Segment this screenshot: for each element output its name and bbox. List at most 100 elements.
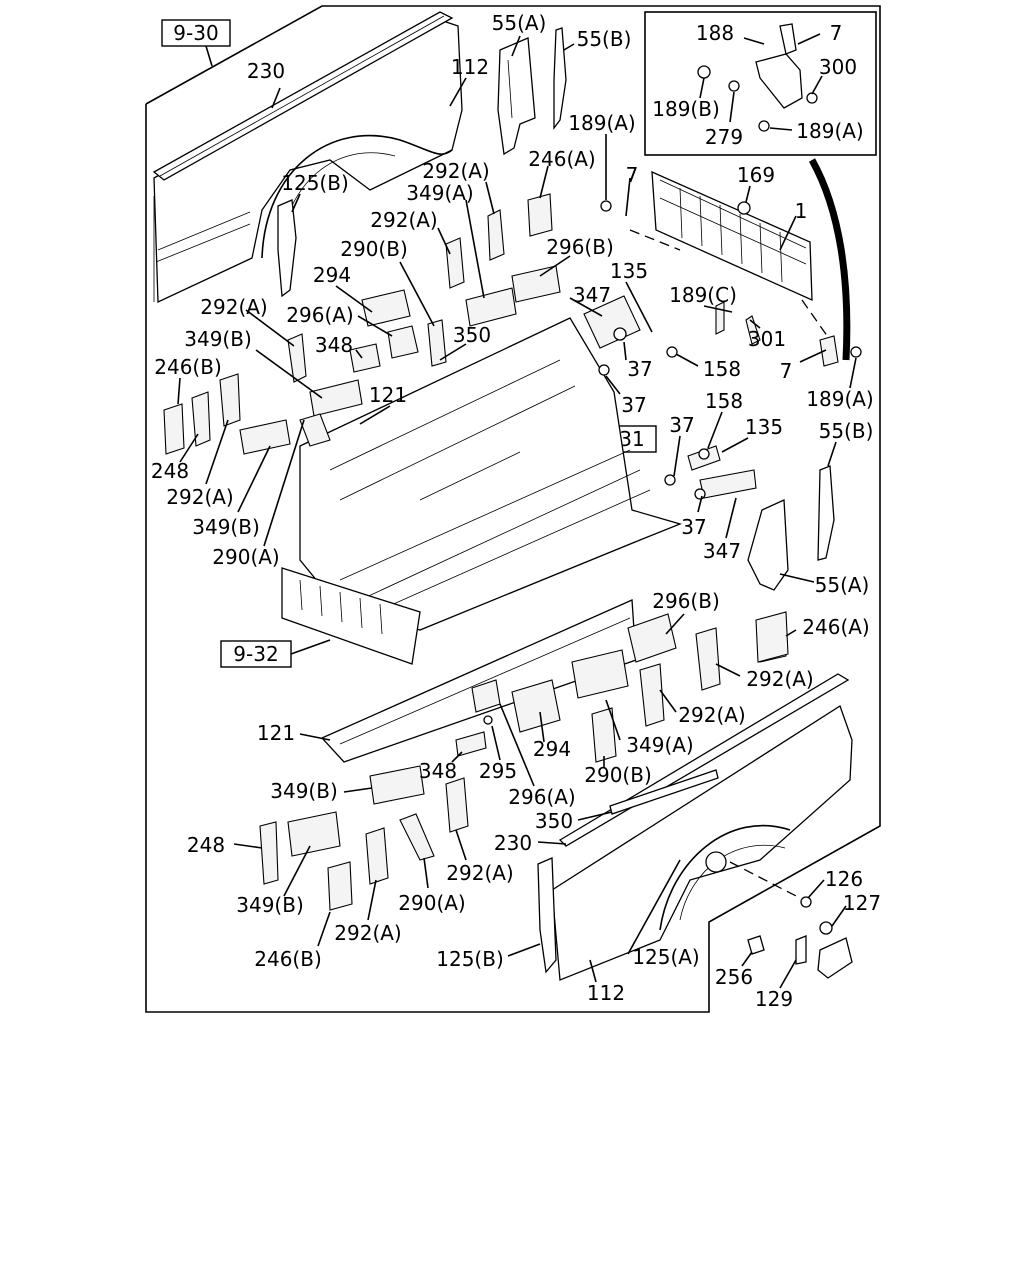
part-125b-lower <box>537 857 557 974</box>
callout-labels: 230 112 55(A) 55(B) 188 7 300 189(B) 279… <box>151 11 881 1011</box>
callout: 1 <box>795 199 808 223</box>
callout: 301 <box>748 327 786 351</box>
callout: 296(B) <box>652 589 720 613</box>
strip-350-lower <box>609 769 719 815</box>
callout: 349(B) <box>192 515 260 539</box>
callout: 121 <box>369 383 407 407</box>
ref-box-9-30 <box>161 19 231 47</box>
callout: 349(A) <box>626 733 693 757</box>
callout: 230 <box>494 831 532 855</box>
callout: 279 <box>705 125 743 149</box>
callout: 188 <box>696 21 734 45</box>
part-55b-lower <box>817 465 835 561</box>
main-frame-outline <box>145 5 881 1013</box>
part-55a-lower <box>747 499 789 591</box>
tailgate-edge-curve <box>808 158 851 361</box>
callout: 290(B) <box>340 237 408 261</box>
callout: 294 <box>533 737 571 761</box>
callout: 350 <box>453 323 491 347</box>
part-55a-upper <box>497 37 536 156</box>
callout: 189(A) <box>806 387 873 411</box>
callout: 189(C) <box>669 283 737 307</box>
callout: 292(A) <box>678 703 745 727</box>
ref-label-9-30: 9-30 <box>173 21 218 45</box>
callout: 37 <box>621 393 646 417</box>
callout: 169 <box>737 163 775 187</box>
callout: 7 <box>830 21 843 45</box>
callout: 246(A) <box>802 615 869 639</box>
callout: 135 <box>610 259 648 283</box>
callout: 349(B) <box>236 893 304 917</box>
callout: 348 <box>315 333 353 357</box>
callout: 189(B) <box>652 97 720 121</box>
callout: 296(A) <box>286 303 353 327</box>
brackets <box>163 193 839 911</box>
callout: 158 <box>703 357 741 381</box>
callout: 256 <box>715 965 753 989</box>
side-panel-lower <box>551 705 853 981</box>
callout: 37 <box>669 413 694 437</box>
callout: 292(A) <box>422 159 489 183</box>
callout: 55(B) <box>577 27 632 51</box>
callout: 37 <box>627 357 652 381</box>
callout: 300 <box>819 55 857 79</box>
callout: 296(B) <box>546 235 614 259</box>
callout: 246(B) <box>254 947 322 971</box>
fuel-lid <box>817 937 853 979</box>
callout: 295 <box>479 759 517 783</box>
callout: 7 <box>780 359 793 383</box>
callout: 290(A) <box>212 545 279 569</box>
callout: 350 <box>535 809 573 833</box>
callout: 112 <box>587 981 625 1005</box>
part-125b-upper <box>277 199 297 298</box>
part-55b-upper <box>553 27 567 130</box>
callout: 55(B) <box>819 419 874 443</box>
callout: 349(B) <box>270 779 338 803</box>
front-panel <box>281 567 421 665</box>
callout: 135 <box>745 415 783 439</box>
callout: 349(A) <box>406 181 473 205</box>
leader-lines <box>177 33 857 989</box>
inset-detail-box <box>644 11 877 156</box>
callout: 189(A) <box>796 119 863 143</box>
callout: 290(B) <box>584 763 652 787</box>
callout: 158 <box>705 389 743 413</box>
callout: 125(B) <box>281 171 349 195</box>
rail-upper <box>152 11 454 181</box>
callout: 189(A) <box>568 111 635 135</box>
callout: 248 <box>187 833 225 857</box>
hinge-bracket-inset <box>697 23 818 132</box>
callout: 296(A) <box>508 785 575 809</box>
callout: 125(B) <box>436 947 504 971</box>
callout: 248 <box>151 459 189 483</box>
callout: 294 <box>313 263 351 287</box>
callout: 126 <box>825 867 863 891</box>
callout: 129 <box>755 987 793 1011</box>
callout: 37 <box>681 515 706 539</box>
callout: 55(A) <box>815 573 870 597</box>
callout: 246(B) <box>154 355 222 379</box>
ref-label-9-32: 9-32 <box>233 642 278 666</box>
callout: 7 <box>626 163 639 187</box>
callout: 292(A) <box>334 921 401 945</box>
callout: 125(A) <box>632 945 699 969</box>
callout: 292(A) <box>746 667 813 691</box>
callout: 127 <box>843 891 881 915</box>
callout: 290(A) <box>398 891 465 915</box>
ref-box-9-32 <box>220 640 292 668</box>
tailgate <box>651 170 813 302</box>
callout: 112 <box>451 55 489 79</box>
callout: 349(B) <box>184 327 252 351</box>
callout: 292(A) <box>200 295 267 319</box>
callout: 121 <box>257 721 295 745</box>
bolts <box>483 200 862 725</box>
callout: 348 <box>419 759 457 783</box>
side-panel-upper <box>153 19 463 304</box>
callout: 55(A) <box>492 11 547 35</box>
callout: 292(A) <box>446 861 513 885</box>
callout: 292(A) <box>370 208 437 232</box>
callout: 230 <box>247 59 285 83</box>
callout: 347 <box>573 283 611 307</box>
callout: 347 <box>703 539 741 563</box>
